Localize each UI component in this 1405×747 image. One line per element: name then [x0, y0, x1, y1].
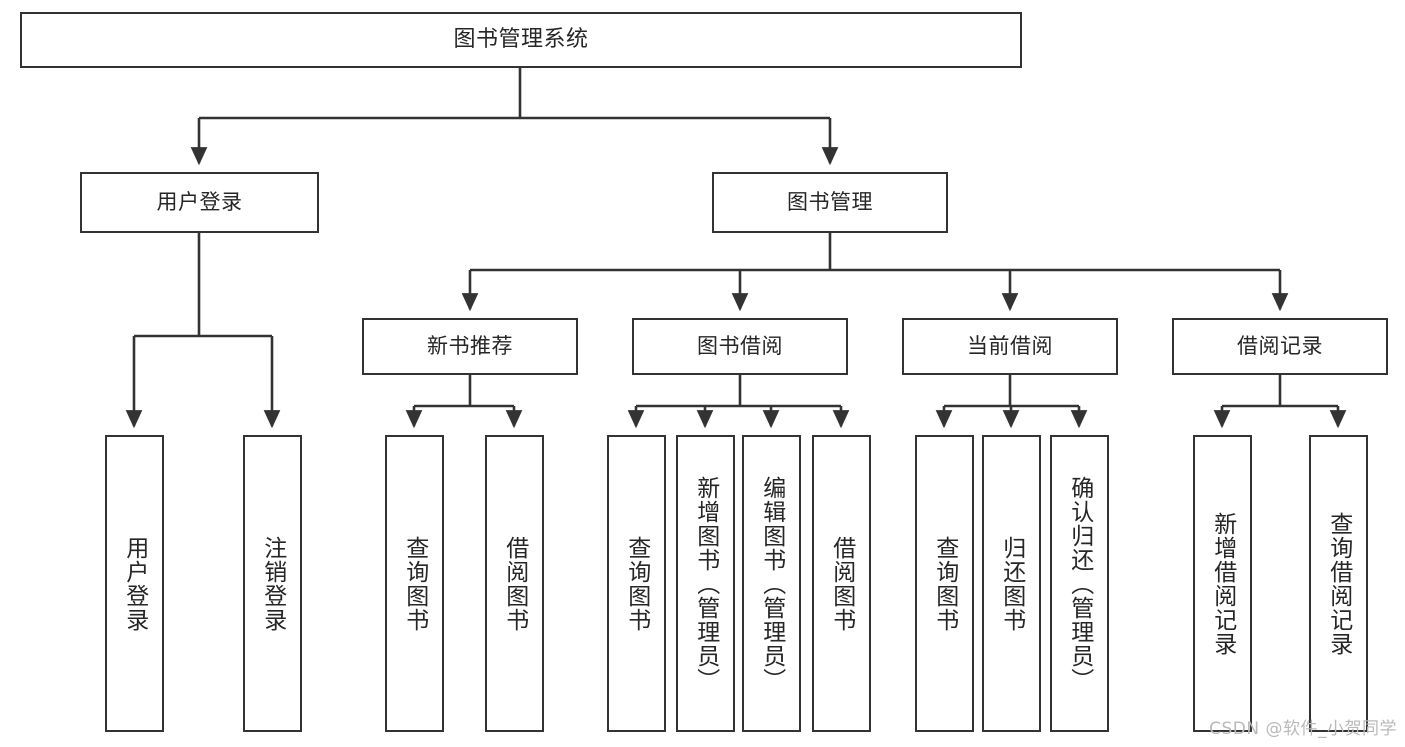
node-borrow-record[interactable]: 借阅记录	[1172, 318, 1388, 375]
node-book-manage[interactable]: 图书管理	[712, 172, 948, 233]
leaf-add-book-label: 新增图书（管理员）	[692, 475, 719, 692]
csdn-watermark: CSDN @软件_小贺同学	[1209, 719, 1397, 739]
leaf-borrow-book-1[interactable]: 借阅图书	[485, 435, 544, 732]
node-root-label: 图书管理系统	[453, 27, 589, 53]
node-user-login[interactable]: 用户登录	[80, 172, 319, 233]
leaf-user-login[interactable]: 用户登录	[105, 435, 164, 732]
leaf-query-book-3-label: 查询图书	[931, 535, 958, 632]
leaf-user-login-label: 用户登录	[121, 535, 148, 632]
leaf-add-record[interactable]: 新增借阅记录	[1193, 435, 1252, 732]
leaf-query-book-2[interactable]: 查询图书	[607, 435, 666, 732]
leaf-borrow-book-2-label: 借阅图书	[828, 535, 855, 632]
leaf-query-record[interactable]: 查询借阅记录	[1309, 435, 1368, 732]
leaf-query-book-3[interactable]: 查询图书	[915, 435, 974, 732]
leaf-logout-label: 注销登录	[259, 535, 286, 632]
leaf-query-book-1-label: 查询图书	[401, 535, 428, 632]
node-current-borrow-label: 当前借阅	[967, 334, 1053, 359]
leaf-borrow-book-2[interactable]: 借阅图书	[812, 435, 871, 732]
node-new-book-recommend-label: 新书推荐	[427, 334, 513, 359]
node-current-borrow[interactable]: 当前借阅	[902, 318, 1118, 375]
leaf-query-book-1[interactable]: 查询图书	[385, 435, 444, 732]
leaf-edit-book[interactable]: 编辑图书（管理员）	[742, 435, 801, 732]
leaf-confirm-return[interactable]: 确认归还（管理员）	[1050, 435, 1109, 732]
node-root[interactable]: 图书管理系统	[20, 12, 1022, 68]
node-new-book-recommend[interactable]: 新书推荐	[362, 318, 578, 375]
leaf-logout[interactable]: 注销登录	[243, 435, 302, 732]
leaf-borrow-book-1-label: 借阅图书	[501, 535, 528, 632]
leaf-return-book[interactable]: 归还图书	[982, 435, 1041, 732]
leaf-edit-book-label: 编辑图书（管理员）	[758, 475, 785, 692]
node-book-borrow-label: 图书借阅	[697, 334, 783, 359]
leaf-query-book-2-label: 查询图书	[623, 535, 650, 632]
leaf-confirm-return-label: 确认归还（管理员）	[1066, 475, 1093, 692]
leaf-return-book-label: 归还图书	[998, 535, 1025, 632]
leaf-add-record-label: 新增借阅记录	[1209, 511, 1236, 656]
node-user-login-label: 用户登录	[156, 190, 243, 215]
node-book-manage-label: 图书管理	[787, 190, 873, 215]
node-book-borrow[interactable]: 图书借阅	[632, 318, 848, 375]
leaf-query-record-label: 查询借阅记录	[1325, 511, 1352, 656]
leaf-add-book[interactable]: 新增图书（管理员）	[676, 435, 735, 732]
node-borrow-record-label: 借阅记录	[1237, 334, 1323, 359]
